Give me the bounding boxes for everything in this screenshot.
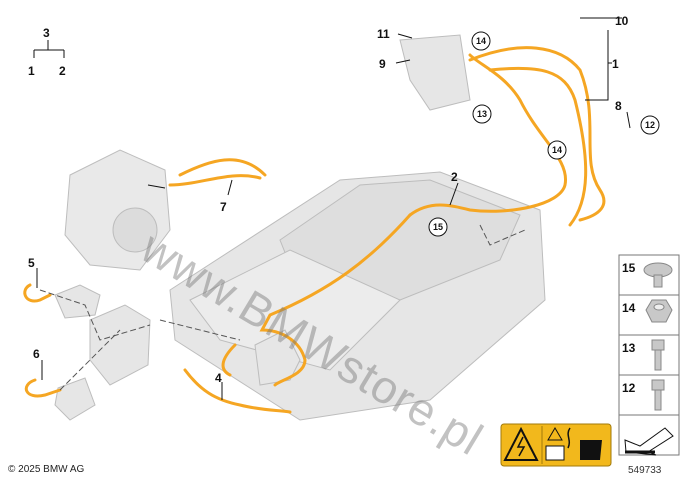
part-label-6: 6 [33,347,40,361]
part-label-10: 10 [615,14,629,28]
part-label-9: 9 [379,57,386,71]
control-units [54,34,471,421]
copyright: © 2025 BMW AG [8,464,85,475]
part-label-11: 11 [377,27,390,41]
legend-number-12: 12 [622,381,636,395]
circled-label-14a: 14 [471,31,491,51]
svg-text:14: 14 [552,145,562,155]
circled-label-15: 15 [428,217,448,237]
push-rivet-icon [643,262,673,288]
part-label-2: 2 [451,170,458,184]
part-label-7: 7 [220,200,227,214]
part-label-8: 8 [615,99,622,113]
tree-top-label: 3 [43,26,50,40]
hierarchy-tree [33,40,65,58]
tree-left-label: 1 [28,64,35,78]
protective-glove-icon [567,427,602,460]
fastener-legend [618,254,680,456]
legend-number-13: 13 [622,341,636,355]
hex-bolt-icon [651,339,665,371]
callout-leaders [36,17,631,400]
svg-text:13: 13 [477,109,487,119]
electric-motor [64,149,171,271]
svg-text:15: 15 [433,222,443,232]
svg-text:14: 14 [476,36,486,46]
circled-label-13: 13 [472,104,492,124]
hex-nut-icon [645,299,673,323]
part-label-1: 1 [612,57,619,71]
tree-right-label: 2 [59,64,66,78]
reference-lines [39,224,526,391]
direction-arrow-icon [624,427,674,456]
hv-warning-label [500,423,612,467]
high-voltage-warning-icon [503,426,539,461]
read-manual-icon [545,427,565,461]
hex-bolt-icon [651,379,665,411]
part-label-5: 5 [28,256,35,270]
circled-label-12: 12 [640,115,660,135]
legend-number-15: 15 [622,261,636,275]
image-number: 549733 [628,465,662,476]
part-label-4: 4 [215,371,222,385]
hv-cables [23,46,606,414]
legend-number-14: 14 [622,301,636,315]
svg-text:12: 12 [645,120,655,130]
circled-label-14b: 14 [547,140,567,160]
